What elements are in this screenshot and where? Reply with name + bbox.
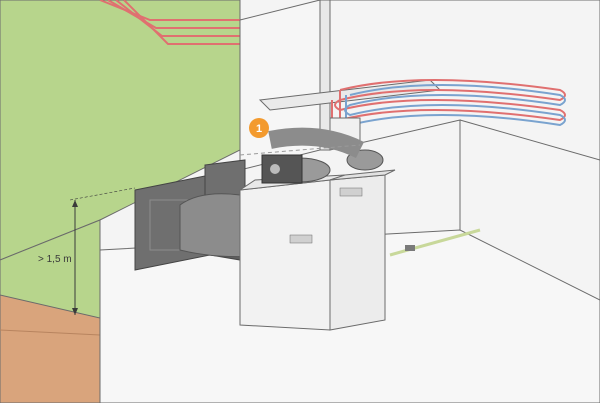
dashed-guide (239, 144, 361, 156)
heat-pump-unit-right (329, 169, 396, 331)
earth-line (0, 329, 101, 336)
callout-badge (249, 118, 269, 138)
wall-pipes (99, 0, 240, 45)
callout-number: 1 (256, 123, 262, 135)
height-dimension (69, 187, 136, 315)
ceiling-line (459, 119, 600, 161)
interior-wall-edge (319, 0, 331, 151)
ground-earth (0, 294, 101, 403)
heat-pump-unit-left (239, 174, 346, 331)
control-knob-icon (270, 164, 280, 174)
floor-pipe-valve-icon (405, 245, 415, 251)
control-panel (261, 154, 303, 184)
dimension-label: > 1,5 m (38, 254, 72, 265)
